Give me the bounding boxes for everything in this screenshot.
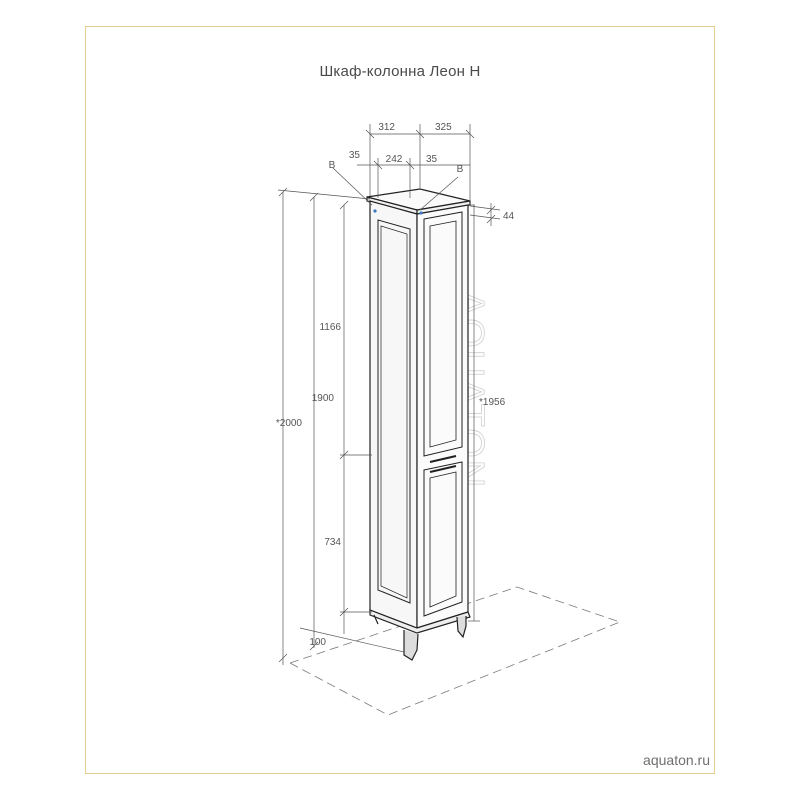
website-label: aquaton.ru bbox=[643, 752, 710, 768]
dim-35-right: 35 bbox=[426, 154, 438, 165]
label-b-left: B bbox=[329, 160, 336, 171]
dim-1166: 1166 bbox=[319, 322, 341, 333]
dim-2000: *2000 bbox=[276, 418, 303, 429]
drawing-frame bbox=[85, 26, 715, 774]
dim-44: 44 bbox=[503, 211, 515, 222]
label-b-right: B bbox=[457, 164, 464, 175]
dim-100: 100 bbox=[309, 637, 326, 648]
marker-left bbox=[373, 209, 377, 213]
dim-734: 734 bbox=[324, 537, 341, 548]
dim-242: 242 bbox=[386, 154, 403, 165]
dim-325: 325 bbox=[435, 122, 452, 133]
dim-312: 312 bbox=[378, 122, 395, 133]
drawing-title: Шкаф-колонна Леон Н bbox=[319, 63, 481, 80]
dim-35-left: 35 bbox=[349, 150, 361, 161]
dim-1900: 1900 bbox=[312, 393, 335, 404]
dim-1956: *1956 bbox=[479, 397, 506, 408]
dimension-lines: 312 325 35 242 35 B B 44 1166 734 1900 *… bbox=[276, 122, 515, 665]
cabinet-body bbox=[366, 188, 471, 661]
marker-right bbox=[419, 211, 423, 215]
